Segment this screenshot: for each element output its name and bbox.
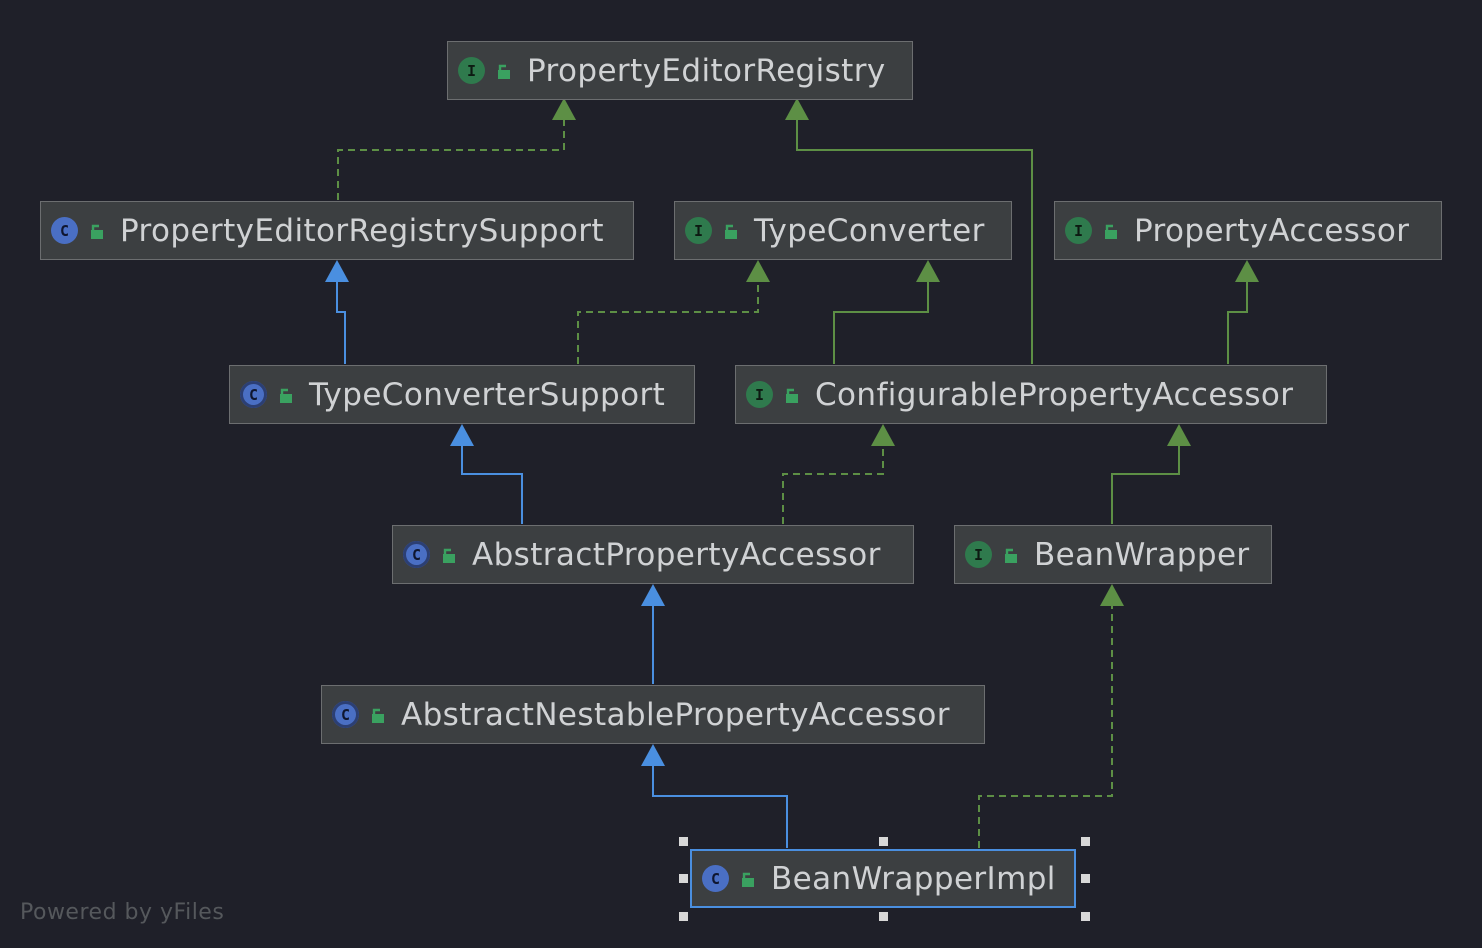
- abstract-class-icon: C: [240, 381, 267, 408]
- node-label: TypeConverter: [754, 212, 985, 249]
- interface-icon: I: [1065, 217, 1092, 244]
- edge-arrowhead: [1235, 260, 1259, 282]
- node-label: PropertyEditorRegistry: [527, 52, 886, 89]
- node-type-converter[interactable]: I TypeConverter: [674, 201, 1012, 260]
- interface-icon: I: [458, 57, 485, 84]
- node-bean-wrapper[interactable]: I BeanWrapper: [954, 525, 1272, 584]
- node-label: AbstractPropertyAccessor: [472, 536, 881, 573]
- interface-icon: I: [685, 217, 712, 244]
- public-lock-icon: [786, 388, 798, 403]
- node-label: PropertyAccessor: [1134, 212, 1410, 249]
- abstract-class-icon: C: [332, 701, 359, 728]
- edge-extends-class[interactable]: [336, 282, 346, 364]
- selection-handle-top-left[interactable]: [679, 837, 688, 846]
- edge-extends-interface[interactable]: [796, 120, 1033, 364]
- edge-extends-interface[interactable]: [1227, 282, 1248, 364]
- edge-arrowhead: [641, 744, 665, 766]
- public-lock-icon: [372, 708, 384, 723]
- edge-arrowhead: [1167, 424, 1191, 446]
- node-label: BeanWrapper: [1034, 536, 1250, 573]
- powered-by-label: Powered by yFiles: [20, 900, 225, 925]
- node-abstract-nestable-property-accessor[interactable]: C AbstractNestablePropertyAccessor: [321, 685, 985, 744]
- edge-arrowhead: [1100, 584, 1124, 606]
- public-lock-icon: [1105, 224, 1117, 239]
- edge-arrowhead: [552, 98, 576, 120]
- class-icon: C: [51, 217, 78, 244]
- selection-handle-bottom-center[interactable]: [879, 912, 888, 921]
- edge-arrowhead: [871, 424, 895, 446]
- selection-handle-top-right[interactable]: [1081, 837, 1090, 846]
- public-lock-icon: [1005, 548, 1017, 563]
- edge-arrowhead: [325, 260, 349, 282]
- edge-extends-interface[interactable]: [1111, 446, 1180, 524]
- edge-arrowhead: [641, 584, 665, 606]
- selection-handle-bottom-right[interactable]: [1081, 912, 1090, 921]
- public-lock-icon: [280, 388, 292, 403]
- edge-implements[interactable]: [577, 282, 759, 364]
- edge-extends-interface[interactable]: [833, 282, 929, 364]
- node-bean-wrapper-impl[interactable]: C BeanWrapperImpl: [690, 849, 1076, 908]
- edge-implements[interactable]: [782, 446, 884, 524]
- abstract-class-icon: C: [403, 541, 430, 568]
- edge-arrowhead: [450, 424, 474, 446]
- node-label: PropertyEditorRegistrySupport: [120, 212, 604, 249]
- node-type-converter-support[interactable]: C TypeConverterSupport: [229, 365, 695, 424]
- node-abstract-property-accessor[interactable]: C AbstractPropertyAccessor: [392, 525, 914, 584]
- selection-handle-middle-left[interactable]: [679, 874, 688, 883]
- node-property-editor-registry[interactable]: I PropertyEditorRegistry: [447, 41, 913, 100]
- node-label: TypeConverterSupport: [309, 376, 666, 413]
- class-icon: C: [702, 865, 729, 892]
- public-lock-icon: [91, 224, 103, 239]
- public-lock-icon: [498, 64, 510, 79]
- interface-icon: I: [746, 381, 773, 408]
- node-configurable-property-accessor[interactable]: I ConfigurablePropertyAccessor: [735, 365, 1327, 424]
- edge-extends-class[interactable]: [461, 446, 523, 524]
- node-label: BeanWrapperImpl: [771, 860, 1056, 897]
- node-label: AbstractNestablePropertyAccessor: [401, 696, 950, 733]
- selection-handle-bottom-left[interactable]: [679, 912, 688, 921]
- edge-extends-class[interactable]: [652, 766, 788, 848]
- public-lock-icon: [443, 548, 455, 563]
- node-property-accessor[interactable]: I PropertyAccessor: [1054, 201, 1442, 260]
- selection-handle-top-center[interactable]: [879, 837, 888, 846]
- node-label: ConfigurablePropertyAccessor: [815, 376, 1294, 413]
- edge-implements[interactable]: [337, 120, 565, 200]
- edge-arrowhead: [746, 260, 770, 282]
- selection-handle-middle-right[interactable]: [1081, 874, 1090, 883]
- public-lock-icon: [742, 872, 754, 887]
- edge-arrowhead: [916, 260, 940, 282]
- interface-icon: I: [965, 541, 992, 568]
- edge-arrowhead: [785, 98, 809, 120]
- public-lock-icon: [725, 224, 737, 239]
- edge-implements[interactable]: [978, 606, 1113, 848]
- node-property-editor-registry-support[interactable]: C PropertyEditorRegistrySupport: [40, 201, 634, 260]
